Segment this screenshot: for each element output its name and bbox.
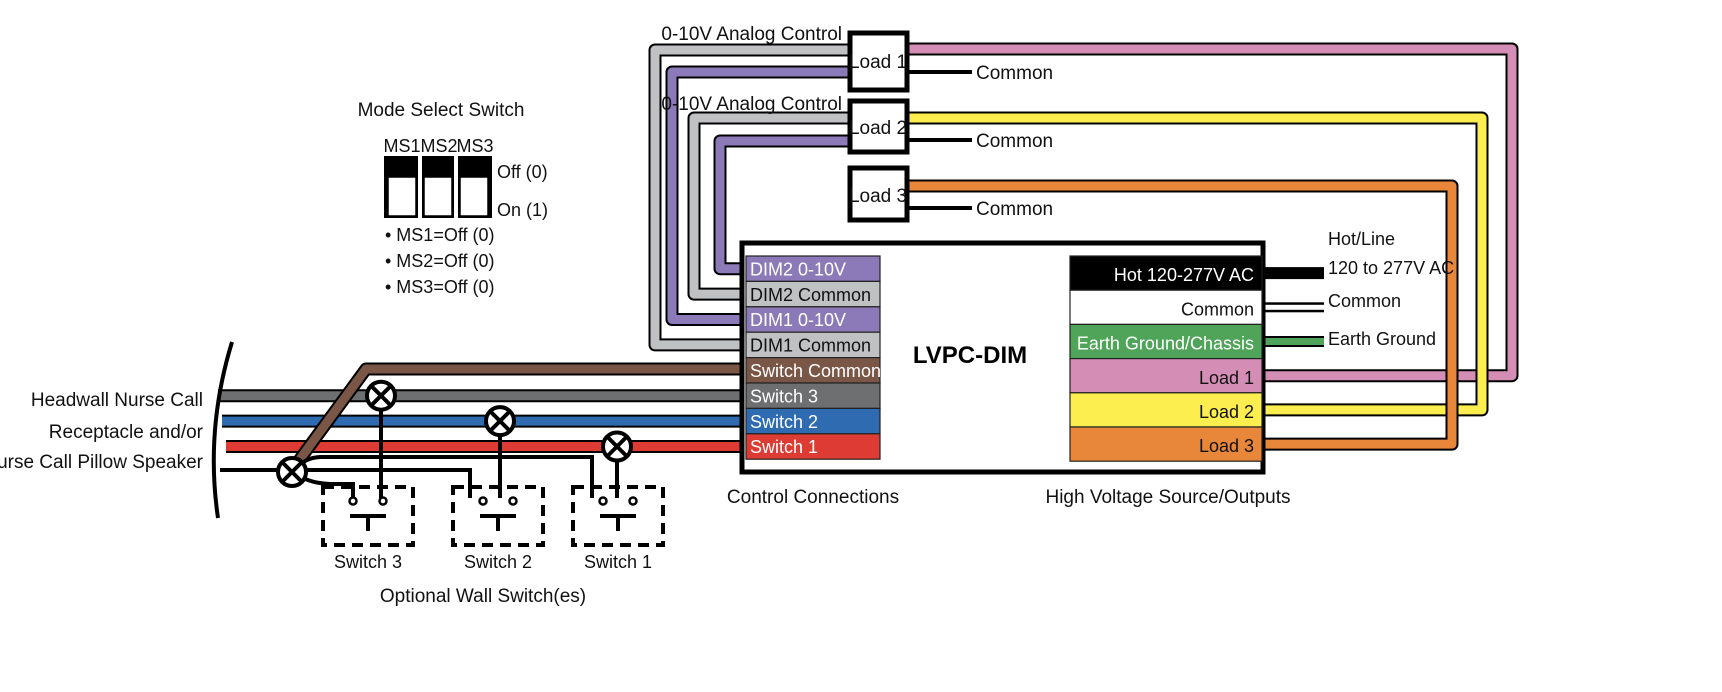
wall-switch-label: Switch 1	[584, 552, 652, 572]
control-terminal-4: DIM1 Common	[745, 331, 881, 359]
control-terminal-1: DIM2 0-10V	[745, 255, 881, 282]
control-terminal-label: DIM1 Common	[750, 336, 871, 356]
mode-select-switch: Mode Select Switch MS1 MS2 MS3 Off (0) O…	[358, 100, 548, 297]
wire-load-1	[907, 42, 1519, 383]
control-terminal-label: DIM1 0-10V	[750, 310, 846, 330]
switch-common-leads	[298, 455, 594, 498]
on-label: On (1)	[497, 200, 548, 220]
load-1-analog-label: 0-10V Analog Control	[661, 24, 842, 45]
wire-load-2	[907, 111, 1489, 417]
hv-terminal-2: Common	[1069, 289, 1263, 326]
indicator-lamp-icon	[601, 430, 633, 463]
control-terminal-label: DIM2 0-10V	[750, 259, 846, 279]
hv-terminal-label: Common	[1181, 299, 1254, 319]
ms2-label: MS2	[420, 136, 457, 156]
wall-switch-label: Switch 2	[464, 552, 532, 572]
wall-switch-2[interactable]: Switch 2	[451, 435, 545, 572]
wire-hot	[1262, 267, 1324, 280]
wall-switches-caption: Optional Wall Switch(es)	[380, 586, 586, 607]
wire-common	[1262, 302, 1324, 313]
junction-lamp-icon	[276, 456, 308, 488]
dip-switch-ms3[interactable]	[459, 176, 489, 217]
control-terminal-2: DIM2 Common	[745, 280, 881, 308]
control-terminal-label: Switch Common	[750, 361, 881, 381]
wire-dim1-0-10v	[665, 65, 850, 326]
wall-switches: Switch 3 Switch 2 Switch 1	[276, 379, 665, 573]
control-terminal-label: Switch 3	[750, 386, 818, 406]
wall-switch-1[interactable]: Switch 1	[571, 460, 665, 573]
mode-select-title: Mode Select Switch	[358, 100, 525, 121]
wall-switch-3[interactable]: Switch 3	[321, 409, 415, 572]
hv-terminal-label: Hot 120-277V AC	[1114, 265, 1254, 285]
control-terminal-label: DIM2 Common	[750, 285, 871, 305]
hot-line-label: Hot/Line	[1328, 229, 1395, 249]
control-terminal-6: Switch 3	[745, 382, 881, 409]
wire-dim1-common	[648, 43, 850, 352]
control-terminal-8: Switch 1	[745, 433, 881, 460]
control-terminal-label: Switch 1	[750, 437, 818, 457]
load-2-analog-label: 0-10V Analog Control	[661, 94, 842, 115]
control-terminal-7: Switch 2	[745, 407, 881, 435]
nurse-call-line-3: Nurse Call Pillow Speaker	[0, 452, 204, 473]
wire-dim2-common	[687, 111, 850, 301]
wall-break-curve	[211, 341, 234, 519]
ms3-label: MS3	[456, 136, 493, 156]
nurse-call-line-2: Receptacle and/or	[49, 422, 204, 443]
hv-terminal-label: Load 2	[1199, 402, 1254, 422]
load-3-common-label: Common	[976, 199, 1053, 220]
hv-terminal-label: Load 1	[1199, 368, 1254, 388]
load-box-3-label: Load 3	[849, 186, 907, 207]
ms1-label: MS1	[383, 136, 420, 156]
hv-terminal-label: Load 3	[1199, 436, 1254, 456]
hv-terminal-5: Load 2	[1069, 392, 1263, 428]
dip-switch-ms1[interactable]	[387, 176, 417, 217]
indicator-lamp-icon	[365, 379, 397, 412]
wall-switch-label: Switch 3	[334, 552, 402, 572]
device-name: LVPC-DIM	[913, 342, 1027, 369]
control-terminal-label: Switch 2	[750, 412, 818, 432]
dip-switch-ms2[interactable]	[423, 176, 453, 217]
indicator-lamp-icon	[484, 405, 516, 438]
load-box-2: Load 2	[847, 98, 910, 155]
hv-terminal-1: Hot 120-277V AC	[1069, 255, 1263, 291]
hv-terminal-3: Earth Ground/Chassis	[1069, 323, 1263, 360]
load-box-3: Load 3	[847, 165, 910, 223]
control-terminal-3: DIM1 0-10V	[745, 306, 881, 333]
hv-section-label: High Voltage Source/Outputs	[1045, 487, 1290, 508]
hv-terminal-6: Load 3	[1069, 426, 1263, 462]
hot-line-voltage-label: 120 to 277V AC	[1328, 258, 1454, 278]
source-common-label: Common	[1328, 291, 1401, 311]
load-box-2-label: Load 2	[849, 118, 907, 139]
hv-terminal-label: Earth Ground/Chassis	[1077, 334, 1254, 354]
control-connections-label: Control Connections	[727, 487, 899, 508]
control-terminal-5: Switch Common	[745, 357, 881, 384]
ms1-setting: • MS1=Off (0)	[385, 225, 495, 245]
load-box-1-label: Load 1	[849, 52, 907, 73]
earth-ground-label: Earth Ground	[1328, 329, 1436, 349]
ms3-setting: • MS3=Off (0)	[385, 277, 495, 297]
load-box-1: Load 1	[847, 30, 910, 93]
load-2-common-label: Common	[976, 131, 1053, 152]
wire-switch-common	[286, 362, 746, 474]
wire-load-3	[907, 179, 1459, 451]
load-1-common-label: Common	[976, 63, 1053, 84]
hv-terminal-4: Load 1	[1069, 358, 1263, 394]
nurse-call-line-1: Headwall Nurse Call	[31, 390, 203, 411]
off-label: Off (0)	[497, 162, 548, 182]
wire-dim2-0-10v	[713, 134, 850, 276]
wires	[218, 42, 1519, 474]
ms2-setting: • MS2=Off (0)	[385, 251, 495, 271]
